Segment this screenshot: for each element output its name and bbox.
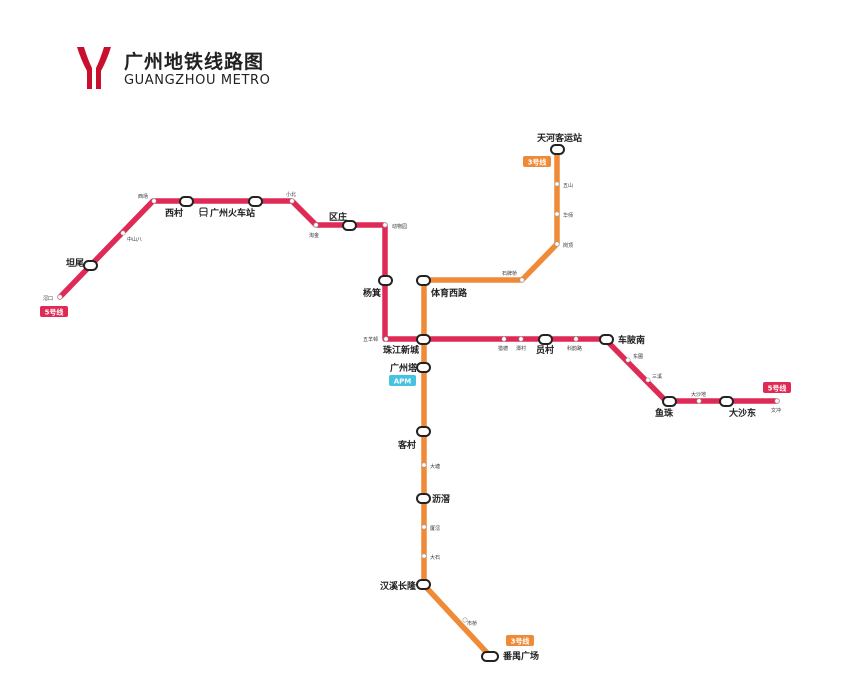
- station-lijiao-label: 沥滘: [432, 493, 450, 505]
- station-sanxi-dot[interactable]: [645, 377, 651, 383]
- station-yangji-label: 杨箕: [363, 287, 381, 299]
- station-tanwei-label: 坦尾: [66, 257, 84, 269]
- station-wenchong-label: 文冲: [771, 407, 781, 414]
- line-5-tag-west[interactable]: 5号线: [40, 306, 68, 317]
- station-panyu-square-label: 番禺广场: [502, 650, 539, 662]
- station-dashi-label: 大石: [430, 554, 440, 561]
- station-dashadong-label: 大沙东: [729, 407, 756, 419]
- station-tianhe-coach-marker[interactable]: [550, 144, 565, 155]
- station-shipaiqiao-label: 石牌桥: [502, 270, 517, 277]
- station-dashi-dot[interactable]: [421, 553, 427, 559]
- station-tiyu-xilu-marker[interactable]: [416, 275, 431, 286]
- line-5-tag-west-label: 5号线: [45, 308, 64, 317]
- station-dashadi-dot[interactable]: [696, 398, 702, 404]
- station-ouzhuang-marker[interactable]: [342, 220, 357, 231]
- station-zhujiang-newtown-label: 珠江新城: [383, 344, 419, 356]
- station-tancun-dot[interactable]: [518, 336, 524, 342]
- station-kecun-marker[interactable]: [416, 426, 431, 437]
- station-chebeinan-marker[interactable]: [599, 334, 614, 345]
- apm-tag[interactable]: APM: [389, 375, 416, 386]
- line-3-tag-south-label: 3号线: [511, 637, 530, 646]
- station-panyu-square-marker[interactable]: [481, 651, 499, 662]
- line-5-tag-east-label: 5号线: [768, 384, 787, 393]
- station-datang-label: 大塘: [430, 463, 440, 470]
- station-shiqiao-dot[interactable]: [462, 617, 468, 623]
- station-taojin-dot[interactable]: [313, 222, 319, 228]
- station-sanxi-label: 三溪: [652, 373, 662, 380]
- station-taojin-label: 淘金: [309, 232, 319, 239]
- station-ouzhuang-label: 区庄: [329, 211, 347, 223]
- station-dashadi-label: 大沙地: [691, 391, 706, 398]
- station-canton-tower-label: 广州塔: [390, 362, 418, 374]
- station-kejilu-dot[interactable]: [573, 336, 579, 342]
- station-hanxi-changlong-marker[interactable]: [416, 579, 431, 590]
- station-tanwei-marker[interactable]: [83, 260, 98, 271]
- station-yuzhu-marker[interactable]: [662, 396, 677, 407]
- station-xiaobei-label: 小北: [286, 191, 296, 198]
- station-yuancun-marker[interactable]: [538, 334, 553, 345]
- station-shiqiao-label: 市桥: [467, 620, 477, 627]
- station-dongpu-label: 东圃: [633, 353, 643, 360]
- station-tianhe-coach-label: 天河客运站: [537, 132, 582, 144]
- station-xiajiao-dot[interactable]: [421, 524, 427, 530]
- map-title: 广州地铁线路图: [124, 51, 265, 73]
- station-huashi-label: 华师: [563, 212, 573, 219]
- station-lijiao-marker[interactable]: [416, 493, 431, 504]
- train-icon: [199, 207, 208, 218]
- station-jiaokou-label: 滘口: [43, 295, 53, 302]
- station-gangding-dot[interactable]: [554, 241, 560, 247]
- station-xiajiao-label: 厦滘: [430, 525, 440, 532]
- station-dashadong-marker[interactable]: [719, 396, 734, 407]
- station-xicun-marker[interactable]: [179, 196, 194, 207]
- line-5-tag-east[interactable]: 5号线: [763, 382, 791, 393]
- station-liede-dot[interactable]: [501, 336, 507, 342]
- line-3-tag-north[interactable]: 3号线: [523, 156, 551, 167]
- station-yuzhu-label: 鱼珠: [655, 407, 674, 419]
- station-xichang-label: 西场: [138, 193, 148, 200]
- station-wushan-label: 五山: [563, 182, 573, 189]
- station-jiaokou-dot[interactable]: [57, 294, 63, 300]
- line-3-path[interactable]: [421, 147, 560, 659]
- station-hanxi-changlong-label: 汉溪长隆: [380, 580, 417, 592]
- station-huashi-dot[interactable]: [554, 211, 560, 217]
- station-canton-tower-marker[interactable]: [416, 362, 431, 373]
- line-3-tag-north-label: 3号线: [528, 158, 547, 167]
- station-dongpu-dot[interactable]: [625, 357, 631, 363]
- station-wenchong-dot[interactable]: [774, 398, 780, 404]
- station-xiaobei-dot[interactable]: [289, 198, 295, 204]
- station-guangzhou-railway-marker[interactable]: [248, 196, 263, 207]
- station-yangji-marker[interactable]: [378, 275, 393, 286]
- station-zhongshanba-dot[interactable]: [120, 230, 126, 236]
- map-subtitle: GUANGZHOU METRO: [124, 73, 271, 88]
- station-yuancun-label: 员村: [536, 344, 554, 356]
- station-zhujiang-newtown-marker[interactable]: [416, 334, 431, 345]
- station-dongwuyuan-dot[interactable]: [382, 222, 388, 228]
- station-wuyangcun-label: 五羊邨: [363, 336, 378, 343]
- station-guangzhou-railway-label: 广州火车站: [210, 207, 255, 219]
- apm-tag-label: APM: [394, 378, 412, 386]
- station-dongwuyuan-label: 动物园: [392, 223, 407, 230]
- station-xichang-dot[interactable]: [151, 198, 157, 204]
- station-zhongshanba-label: 中山八: [127, 236, 142, 243]
- station-kejilu-label: 科韵路: [567, 345, 582, 352]
- station-xicun-label: 西村: [165, 207, 183, 219]
- station-wushan-dot[interactable]: [554, 181, 560, 187]
- station-tiyu-xilu-label: 体育西路: [431, 287, 468, 299]
- station-gangding-label: 岗顶: [563, 243, 573, 249]
- station-datang-dot[interactable]: [421, 462, 427, 468]
- station-chebeinan-label: 车陂南: [618, 334, 645, 346]
- station-shipaiqiao-dot[interactable]: [519, 277, 525, 283]
- line-3-tag-south[interactable]: 3号线: [506, 635, 534, 646]
- guangzhou-metro-logo-icon: [77, 47, 111, 89]
- station-liede-label: 猎德: [498, 345, 508, 352]
- station-tancun-label: 潭村: [516, 345, 526, 352]
- station-wuyangcun-dot[interactable]: [383, 336, 389, 342]
- station-kecun-label: 客村: [397, 439, 416, 451]
